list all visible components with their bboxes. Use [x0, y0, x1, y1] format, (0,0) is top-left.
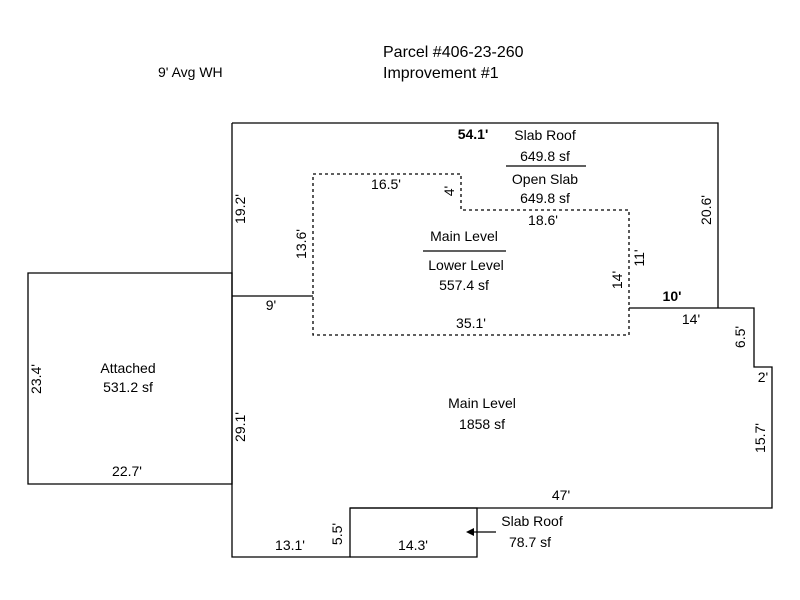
dim-attached-width: 22.7' [112, 463, 142, 479]
dim-bottom-right: 47' [552, 487, 570, 503]
dim-right-upper: 20.6' [698, 195, 714, 225]
dim-inner-left: 13.6' [293, 229, 309, 259]
open-slab-name: Open Slab [512, 171, 578, 187]
slab-roof-upper-name: Slab Roof [514, 127, 576, 143]
lower-level-name: Lower Level [428, 257, 504, 273]
dim-slab-width: 14.3' [398, 537, 428, 553]
slab-roof-lower-name: Slab Roof [501, 513, 563, 529]
dim-inner-step: 4' [441, 186, 457, 196]
dim-inner-right-upper: 11' [631, 249, 647, 266]
dim-slab-height: 5.5' [329, 523, 345, 545]
dim-right-jog-bold: 10' [663, 288, 682, 304]
attached-area: 531.2 sf [103, 379, 153, 395]
slab-roof-upper-area: 649.8 sf [520, 148, 570, 164]
parcel-title: Parcel #406-23-260 [383, 44, 524, 61]
dim-inner-top-right: 18.6' [528, 212, 558, 228]
dim-inner-top: 16.5' [371, 176, 401, 192]
improvement-title: Improvement #1 [383, 65, 499, 82]
dim-right-jog: 14' [682, 311, 700, 327]
main-level-area: 1858 sf [459, 416, 505, 432]
slab-roof-lower-area: 78.7 sf [509, 534, 551, 550]
dim-bottom-left: 13.1' [275, 537, 305, 553]
upper-slab-outline [232, 122, 719, 308]
dim-inner-right-lower: 14' [609, 271, 625, 289]
dim-inner-bottom: 35.1' [456, 315, 486, 331]
main-level-name: Main Level [448, 395, 516, 411]
dim-attached-height: 23.4' [28, 364, 44, 394]
dim-left-jog: 9' [266, 297, 276, 313]
main-level-outline [231, 273, 773, 558]
dim-step-down: 6.5' [732, 326, 748, 348]
lower-level-outline [312, 173, 630, 336]
dim-step-out: 2' [758, 369, 768, 385]
open-slab-area: 649.8 sf [520, 190, 570, 206]
main-level-upper-name: Main Level [430, 228, 498, 244]
wall-height-label: 9' Avg WH [158, 64, 223, 80]
dim-right-lower: 15.7' [752, 423, 768, 453]
dim-left-lower: 29.1' [232, 412, 248, 442]
dim-top-width: 54.1' [458, 126, 489, 142]
attached-name: Attached [100, 360, 155, 376]
lower-level-area: 557.4 sf [439, 277, 489, 293]
slab-roof-arrow-head [466, 528, 474, 536]
dim-left-upper: 19.2' [232, 194, 248, 224]
attached-outline [27, 272, 233, 485]
